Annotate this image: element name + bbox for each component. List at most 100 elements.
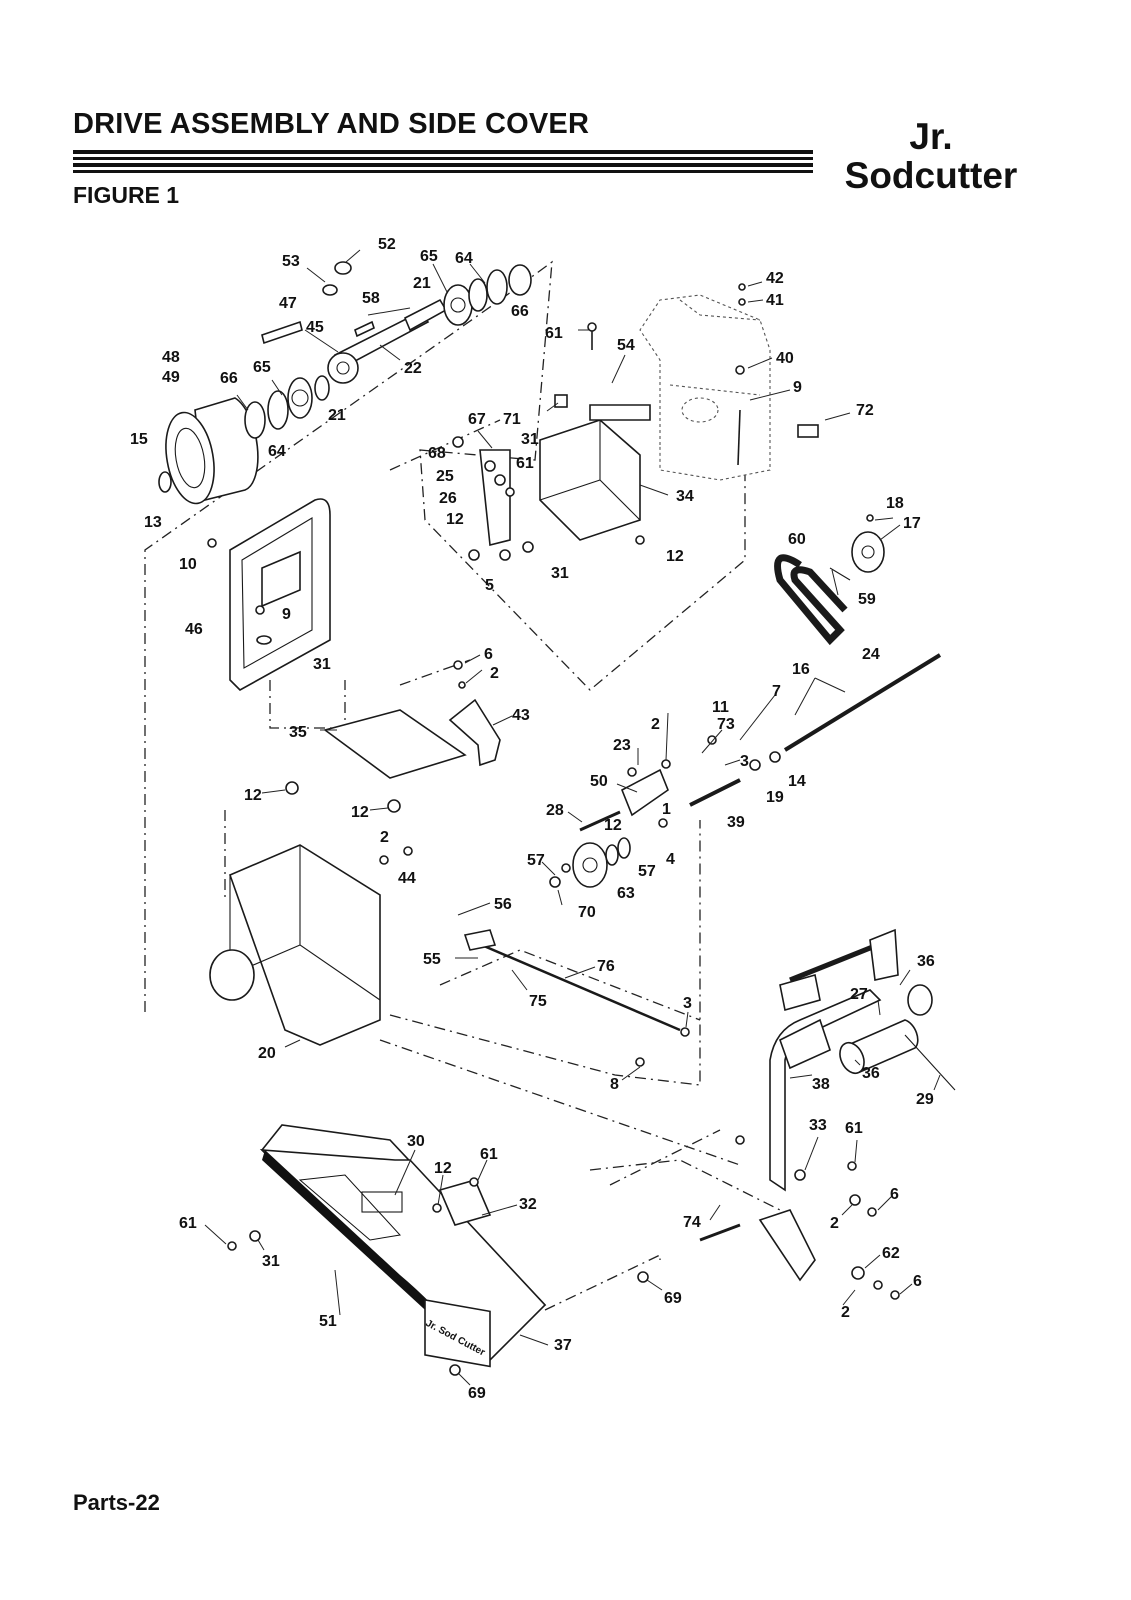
mounting-plate [323,698,501,779]
callout: 29 [916,1091,934,1108]
callout: 71 [503,411,521,428]
callout: 42 [766,270,784,287]
callout: 76 [597,958,615,975]
callout: 7 [772,683,781,700]
callout: 31 [313,656,331,673]
traction-drum [165,397,259,505]
callout: 13 [144,514,162,531]
drum-bearings [158,375,330,493]
callout: 55 [423,951,441,968]
leader-lines [204,249,941,1386]
callout: 54 [617,337,635,354]
callout: 12 [666,548,684,565]
callout: 28 [546,802,564,819]
callout: 50 [590,773,608,790]
callout: 49 [162,369,180,386]
group-outlines [144,260,781,1311]
callout: 31 [521,431,539,448]
callout: 3 [740,753,749,770]
callout: 64 [268,443,286,460]
callout: 22 [404,360,422,377]
callout: 31 [262,1253,280,1270]
callout: 15 [130,431,148,448]
callout: 61 [845,1120,863,1137]
callout: 44 [398,870,416,887]
callout: 12 [244,787,262,804]
callout: 14 [788,773,806,790]
callout: 2 [380,829,389,846]
callout: 4 [666,851,675,868]
callout: 62 [882,1245,900,1262]
callout-labels: 52 53 65 64 21 58 47 45 66 22 48 49 66 6… [130,236,935,1402]
upper-bearings [322,261,532,326]
link-rod [463,929,681,1032]
callout: 40 [776,350,794,367]
callout: 75 [529,993,547,1010]
callout: 23 [613,737,631,754]
callout: 74 [683,1214,701,1231]
callout: 72 [856,402,874,419]
callout: 66 [511,303,529,320]
title-rule [73,170,813,173]
callout: 12 [351,804,369,821]
callout: 31 [551,565,569,582]
callout: 2 [651,716,660,733]
callout: 57 [527,852,545,869]
callout: 36 [862,1065,880,1082]
callout: 70 [578,904,596,921]
callout: 47 [279,295,297,312]
callout: 45 [306,319,324,336]
callout: 8 [610,1076,619,1093]
callout: 12 [446,511,464,528]
engine-pulley [829,531,885,581]
side-cover: RYAN Jr. Sod Cutter [259,1124,547,1368]
callout: 65 [420,248,438,265]
callout: 58 [362,290,380,307]
callout: 66 [220,370,238,387]
callout: 9 [282,606,291,623]
callout: 11 [712,699,729,716]
callout: 56 [494,896,512,913]
callout: 21 [413,275,431,292]
callout: 73 [717,716,735,733]
drive-belt [774,554,848,646]
callout: 48 [162,349,180,366]
callout: 36 [917,953,935,970]
callout: 17 [903,515,921,532]
figure-label: FIGURE 1 [73,182,180,208]
handle-frame [229,498,331,691]
callout: 59 [858,591,876,608]
callout: 6 [890,1186,899,1203]
callout: 52 [378,236,396,253]
callout: 30 [407,1133,425,1150]
callout: 34 [676,488,694,505]
callout: 12 [434,1160,452,1177]
callout: 21 [328,407,346,424]
callout: 33 [809,1117,827,1134]
title-rule [73,150,813,154]
callout: 20 [258,1045,276,1062]
callout: 60 [788,531,806,548]
callout: 65 [253,359,271,376]
callout: 57 [638,863,656,880]
callout: 5 [485,577,494,594]
callout: 41 [766,292,784,309]
callout: 6 [484,646,493,663]
callout: 63 [617,885,635,902]
callout: 27 [850,986,868,1003]
mounting-bracket [479,404,651,546]
callout: 6 [913,1273,922,1290]
page-title: DRIVE ASSEMBLY AND SIDE COVER [73,108,590,140]
callout: 35 [289,724,307,741]
callout: 61 [480,1146,498,1163]
callout: 12 [604,817,622,834]
callout: 24 [862,646,880,663]
callout: 2 [490,665,499,682]
engine-outline [639,294,771,481]
clutch-rod [783,653,942,752]
callout: 18 [886,495,904,512]
title-rule [73,157,813,160]
chain-guard [209,844,381,1046]
callout: 32 [519,1196,537,1213]
